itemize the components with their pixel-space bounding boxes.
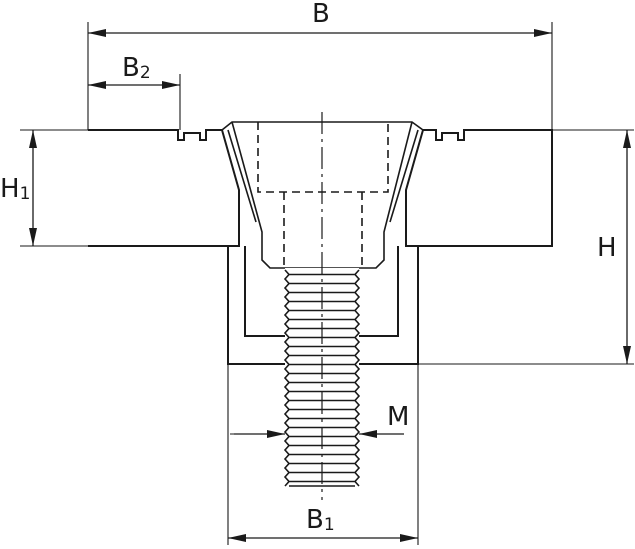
dim-label-b2: B2 <box>122 53 151 83</box>
arrow-m-left <box>267 430 285 438</box>
dim-label-m: M <box>387 402 409 432</box>
dim-label-h1: H1 <box>0 174 30 204</box>
arrow-h-top <box>623 130 631 148</box>
arrow-b-left <box>88 29 106 37</box>
nut-hidden-lines <box>257 122 389 268</box>
dim-label-b1: B1 <box>306 505 335 535</box>
arrow-b2-left <box>88 81 106 89</box>
dim-label-b: B <box>312 0 330 29</box>
arrow-h-bottom <box>623 346 631 364</box>
nut-seat-inner <box>227 129 419 223</box>
arrow-h1-bottom <box>29 228 37 246</box>
arrow-b1-right <box>400 534 418 542</box>
arrow-m-right <box>359 430 377 438</box>
arrow-b-right <box>534 29 552 37</box>
arrow-b1-left <box>228 534 246 542</box>
dim-label-h: H <box>597 233 617 263</box>
arrow-b2-right <box>162 81 180 89</box>
arrow-h1-top <box>29 130 37 148</box>
